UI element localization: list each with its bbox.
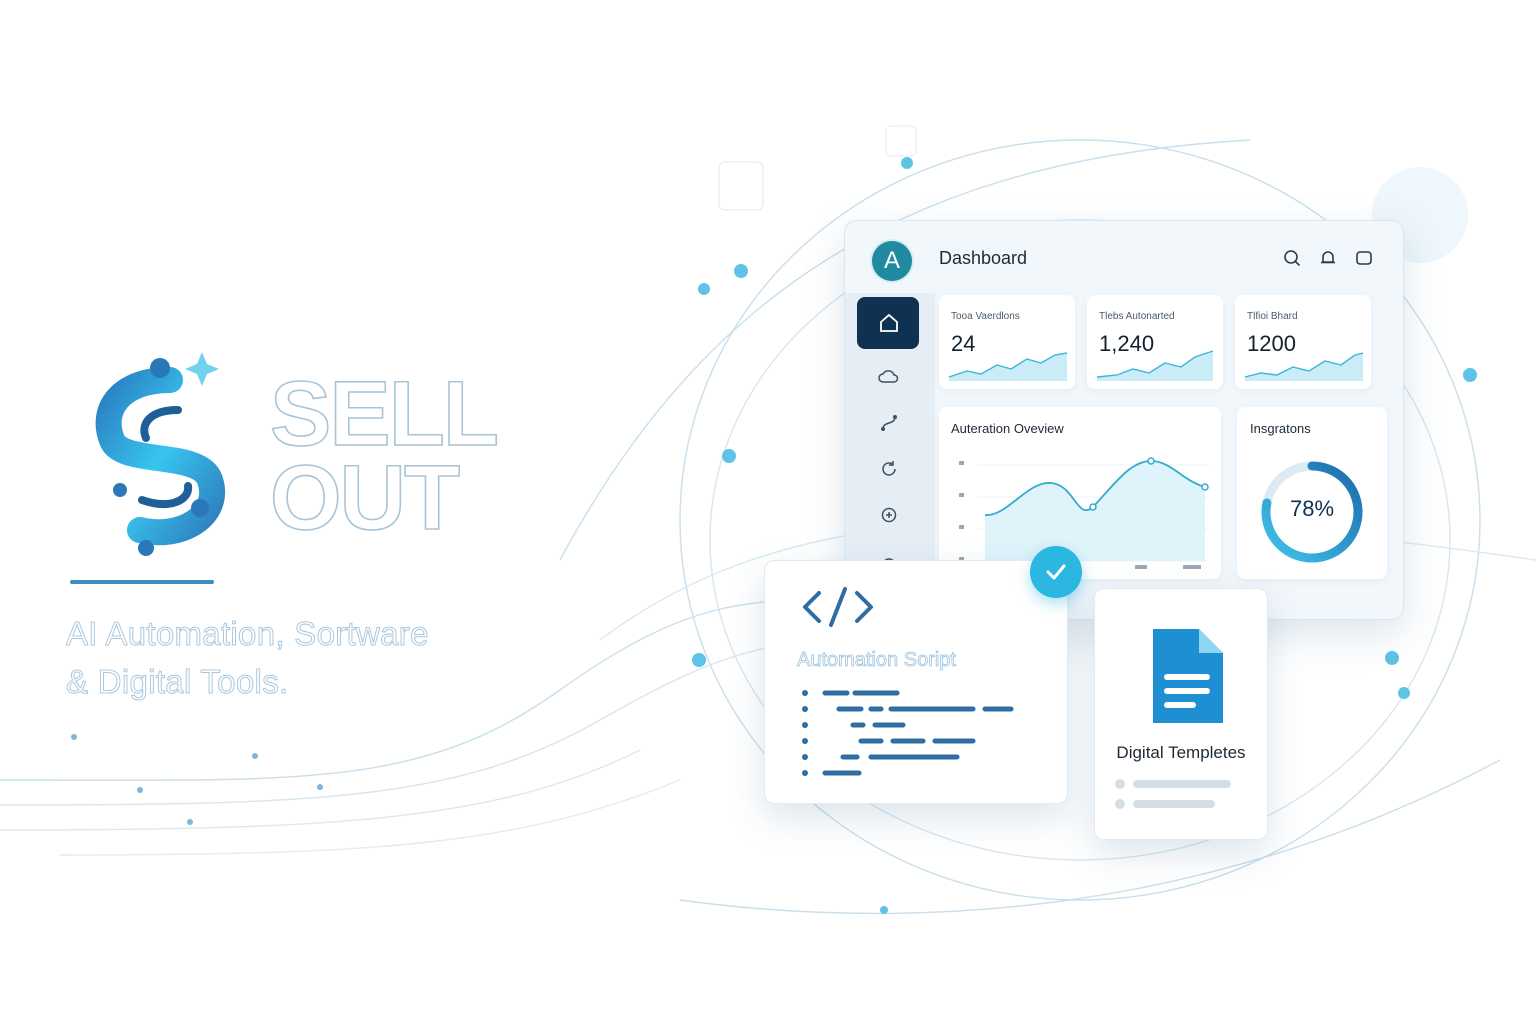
check-badge [1030,546,1082,598]
brand-block: SELL OUT AI Automation, Sortware & Digit… [60,330,580,730]
stat-label: Tlebs Autonarted [1099,311,1175,322]
progress-ring [1261,461,1363,563]
dashboard-window: A Dashboard [844,220,1404,620]
stat-label: Tooa Vaerdlons [951,311,1020,322]
stat-card[interactable]: Tlfioi Bhard 1200 [1235,295,1371,389]
sidebar-item-refresh[interactable] [857,443,919,495]
page-title: Dashboard [939,248,1028,268]
home-icon [880,313,898,332]
sellout-logo [95,352,225,556]
sidebar-item-sync[interactable] [857,489,919,541]
tagline-line1: AI Automation, Sortware [66,615,429,653]
integrations-card[interactable]: Insgratons 78% [1237,407,1387,579]
code-icon [803,587,873,627]
brand-divider [70,580,214,584]
brand-name-line1: SELL [269,363,500,465]
integrations-percent: 78% [1289,496,1335,521]
stat-card[interactable]: Tooa Vaerdlons 24 [939,295,1075,389]
window-icon[interactable] [1355,249,1373,267]
templates-title: Digital Templetes [1116,743,1246,762]
sync-icon [881,507,897,523]
stat-value: 1200 [1247,331,1296,356]
sidebar-item-home[interactable] [857,297,919,349]
route-icon [881,415,897,431]
avatar[interactable]: A [872,241,912,281]
stat-label: Tlfioi Bhard [1247,311,1298,322]
list-item [1115,779,1231,789]
automation-script-card[interactable]: Automation Soript [764,560,1068,804]
code-lines [802,690,1014,776]
integrations-title: Insgratons [1250,421,1311,436]
overview-area-chart [959,457,1209,569]
sidebar-item-route[interactable] [857,397,919,449]
overview-card[interactable]: Auteration Oveview [939,407,1221,579]
tagline-line2: & Digital Tools. [65,663,289,701]
brand-name-line2: OUT [269,447,461,549]
sidebar-item-cloud[interactable] [857,351,919,403]
sparkline [1096,350,1214,381]
bell-icon[interactable] [1319,249,1337,267]
script-title: Automation Soript [797,649,957,672]
stat-value: 24 [951,331,976,356]
search-icon[interactable] [1283,249,1301,267]
cloud-icon [878,370,899,383]
overview-title: Auteration Oveview [951,421,1064,436]
document-icon [1153,629,1223,723]
digital-templates-card[interactable]: Digital Templetes [1094,588,1268,840]
refresh-icon [882,461,896,476]
stat-card[interactable]: Tlebs Autonarted 1,240 [1087,295,1223,389]
sparkline [948,352,1068,381]
list-item [1115,799,1215,809]
stat-value: 1,240 [1099,331,1155,356]
sparkle-icon [185,352,219,386]
dashboard-header: A Dashboard [845,221,1403,293]
check-icon [1046,564,1066,580]
sparkline [1244,352,1364,381]
